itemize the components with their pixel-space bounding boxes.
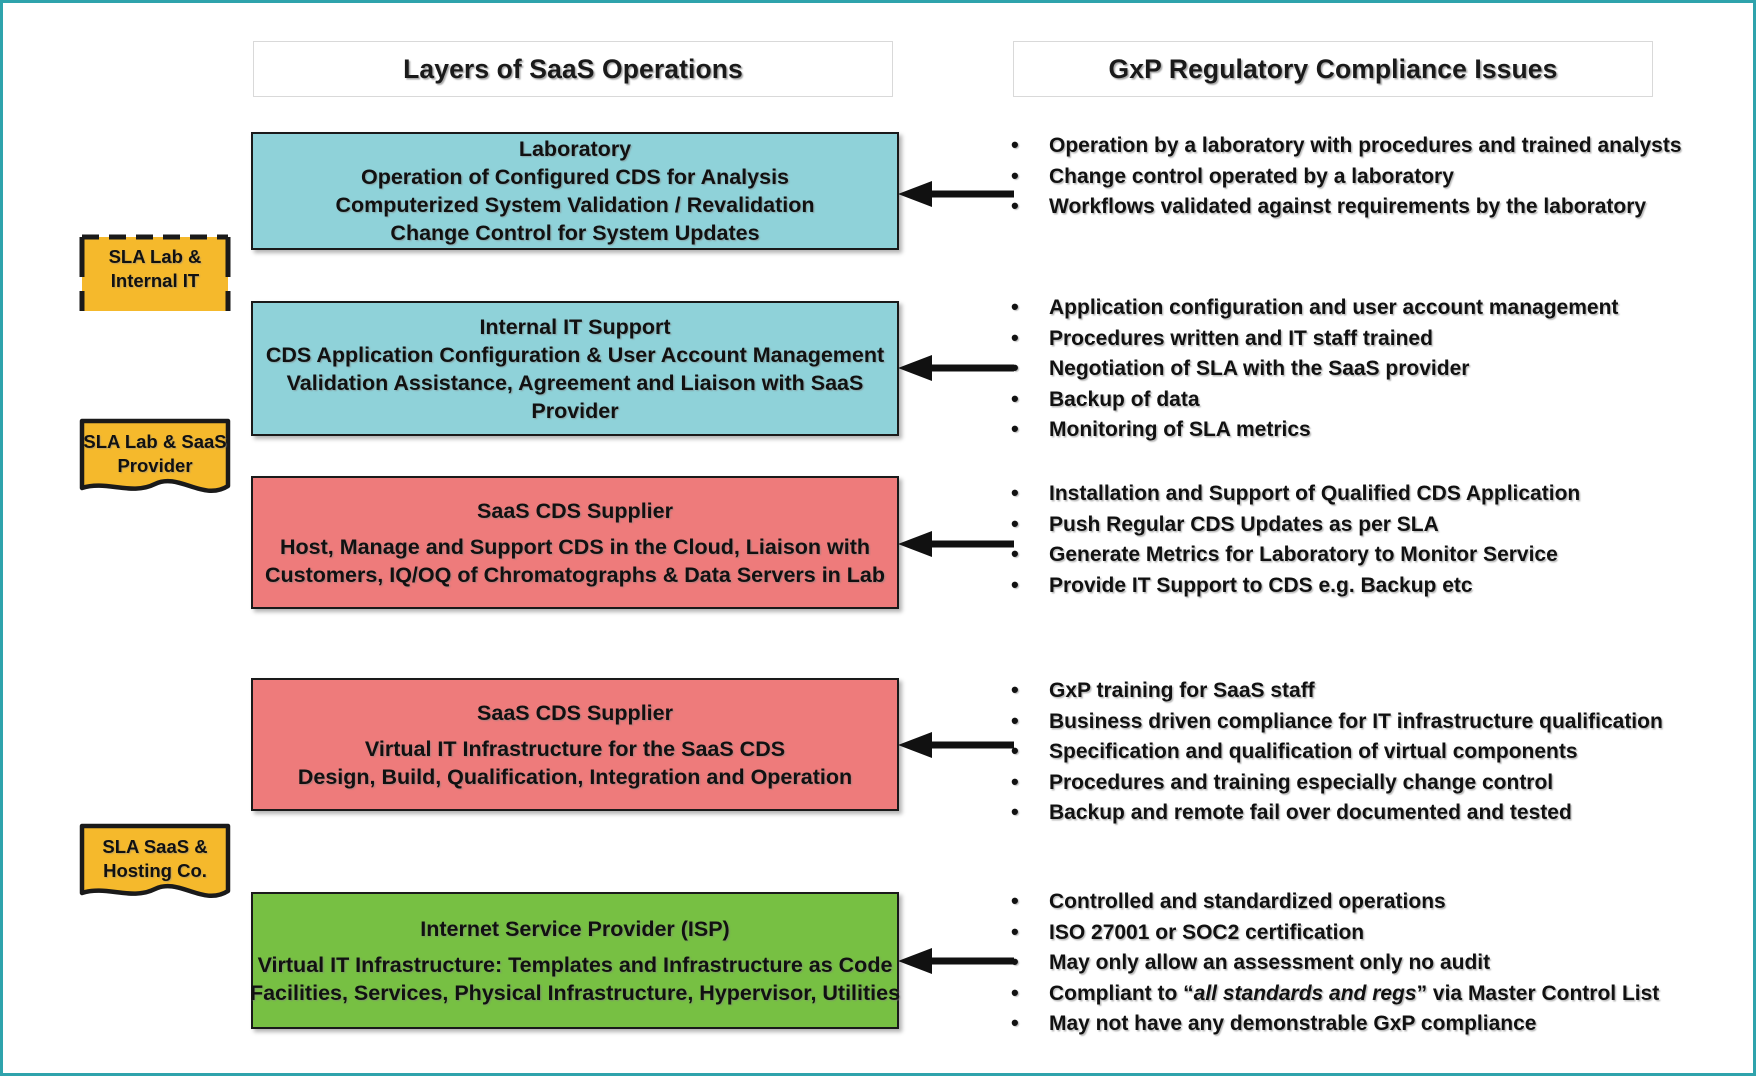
sla-shape-outline-icon bbox=[79, 823, 231, 899]
issue-item: Business driven compliance for IT infras… bbox=[1003, 706, 1703, 738]
layer-line: Virtual IT Infrastructure: Templates and… bbox=[257, 952, 893, 977]
column-header-issues: GxP Regulatory Compliance Issues bbox=[1013, 41, 1653, 97]
issue-item: May not have any demonstrable GxP compli… bbox=[1003, 1008, 1703, 1040]
layer-line: Change Control for System Updates bbox=[390, 221, 760, 245]
arrow-to-internal-it bbox=[898, 355, 1014, 381]
issue-item: Provide IT Support to CDS e.g. Backup et… bbox=[1003, 570, 1703, 602]
layer-box-saas-cds-supplier-app: SaaS CDS Supplier Host, Manage and Suppo… bbox=[251, 476, 899, 609]
layer-box-internet-service-provider: Internet Service Provider (ISP) Virtual … bbox=[249, 892, 901, 1029]
sla-shape-outline-icon bbox=[79, 418, 231, 494]
layer-line: Laboratory bbox=[518, 137, 632, 161]
issue-item: Installation and Support of Qualified CD… bbox=[1003, 478, 1703, 510]
issue-item: Push Regular CDS Updates as per SLA bbox=[1003, 509, 1703, 541]
sla-shape-lab-internal-it: SLA Lab & Internal IT bbox=[79, 233, 231, 311]
layer-line: CDS Application Configuration & User Acc… bbox=[265, 342, 885, 367]
sla-shape-saas-hosting: SLA SaaS & Hosting Co. bbox=[79, 823, 231, 905]
layer-line: Internet Service Provider (ISP) bbox=[420, 916, 730, 941]
issue-item: Negotiation of SLA with the SaaS provide… bbox=[1003, 353, 1703, 385]
issue-group-saas-app: Installation and Support of Qualified CD… bbox=[1003, 478, 1703, 602]
sla-label: SLA SaaS & Hosting Co. bbox=[79, 823, 231, 883]
sla-label: SLA Lab & Internal IT bbox=[79, 233, 231, 293]
sla-label-line: SLA Lab & bbox=[108, 246, 202, 267]
arrow-to-saas-infra bbox=[898, 732, 1014, 758]
issue-text-italic: all standards and regs bbox=[1193, 981, 1417, 1005]
issue-item: GxP training for SaaS staff bbox=[1003, 675, 1703, 707]
layer-line: SaaS CDS Supplier bbox=[477, 498, 673, 523]
layer-line: Virtual IT Infrastructure for the SaaS C… bbox=[364, 736, 786, 761]
issue-group-saas-infra: GxP training for SaaS staff Business dri… bbox=[1003, 675, 1703, 829]
layer-line: Internal IT Support bbox=[479, 314, 671, 339]
issue-group-isp: Controlled and standardized operations I… bbox=[1003, 886, 1703, 1040]
sla-shape-outline-icon bbox=[79, 234, 231, 311]
sla-label-line: Hosting Co. bbox=[103, 860, 207, 881]
issue-item: ISO 27001 or SOC2 certification bbox=[1003, 917, 1703, 949]
sla-label-line: Provider bbox=[117, 455, 193, 476]
issue-item-rich: Compliant to “all standards and regs” vi… bbox=[1003, 978, 1703, 1010]
issue-item: Monitoring of SLA metrics bbox=[1003, 414, 1703, 446]
issue-item: Application configuration and user accou… bbox=[1003, 292, 1703, 324]
arrow-to-isp bbox=[898, 948, 1014, 974]
issue-item: Generate Metrics for Laboratory to Monit… bbox=[1003, 539, 1703, 571]
issue-item: Change control operated by a laboratory bbox=[1003, 161, 1703, 193]
arrow-to-laboratory bbox=[898, 181, 1014, 207]
sla-label: SLA Lab & SaaS Provider bbox=[79, 418, 231, 478]
layer-line: Validation Assistance, Agreement and Lia… bbox=[286, 370, 864, 395]
issue-text-pre: Compliant to “ bbox=[1049, 981, 1194, 1005]
issue-item: Backup and remote fail over documented a… bbox=[1003, 797, 1703, 829]
sla-shape-lab-saas-provider: SLA Lab & SaaS Provider bbox=[79, 418, 231, 500]
issue-text-post: ” via Master Control List bbox=[1416, 981, 1660, 1005]
arrow-to-saas-app bbox=[898, 531, 1014, 557]
issue-group-internal-it: Application configuration and user accou… bbox=[1003, 292, 1703, 446]
sla-label-line: SLA SaaS & bbox=[102, 836, 208, 857]
layer-line: Customers, IQ/OQ of Chromatographs & Dat… bbox=[264, 562, 886, 587]
layer-box-saas-cds-supplier-infra: SaaS CDS Supplier Virtual IT Infrastruct… bbox=[251, 678, 899, 811]
layer-line: Operation of Configured CDS for Analysis bbox=[360, 165, 790, 189]
issue-item: Procedures written and IT staff trained bbox=[1003, 323, 1703, 355]
issue-item: Procedures and training especially chang… bbox=[1003, 767, 1703, 799]
layer-line: Computerized System Validation / Revalid… bbox=[335, 193, 815, 217]
issue-item: Workflows validated against requirements… bbox=[1003, 191, 1703, 223]
issue-item: Backup of data bbox=[1003, 384, 1703, 416]
layer-line: Host, Manage and Support CDS in the Clou… bbox=[279, 534, 871, 559]
layer-line: Design, Build, Qualification, Integratio… bbox=[297, 764, 853, 789]
layer-line: Facilities, Services, Physical Infrastru… bbox=[249, 980, 901, 1005]
layer-box-internal-it-support: Internal IT Support CDS Application Conf… bbox=[251, 301, 899, 436]
issue-item: Controlled and standardized operations bbox=[1003, 886, 1703, 918]
issue-item: Operation by a laboratory with procedure… bbox=[1003, 130, 1703, 162]
issue-item: May only allow an assessment only no aud… bbox=[1003, 947, 1703, 979]
sla-label-line: Internal IT bbox=[110, 270, 200, 291]
layer-line: Provider bbox=[531, 398, 619, 423]
issue-group-laboratory: Operation by a laboratory with procedure… bbox=[1003, 130, 1703, 223]
layer-line: SaaS CDS Supplier bbox=[477, 700, 673, 725]
issue-item: Specification and qualification of virtu… bbox=[1003, 736, 1703, 768]
sla-label-line: SLA Lab & SaaS bbox=[83, 431, 227, 452]
column-header-layers: Layers of SaaS Operations bbox=[253, 41, 893, 97]
layer-box-laboratory: Laboratory Operation of Configured CDS f… bbox=[251, 132, 899, 250]
